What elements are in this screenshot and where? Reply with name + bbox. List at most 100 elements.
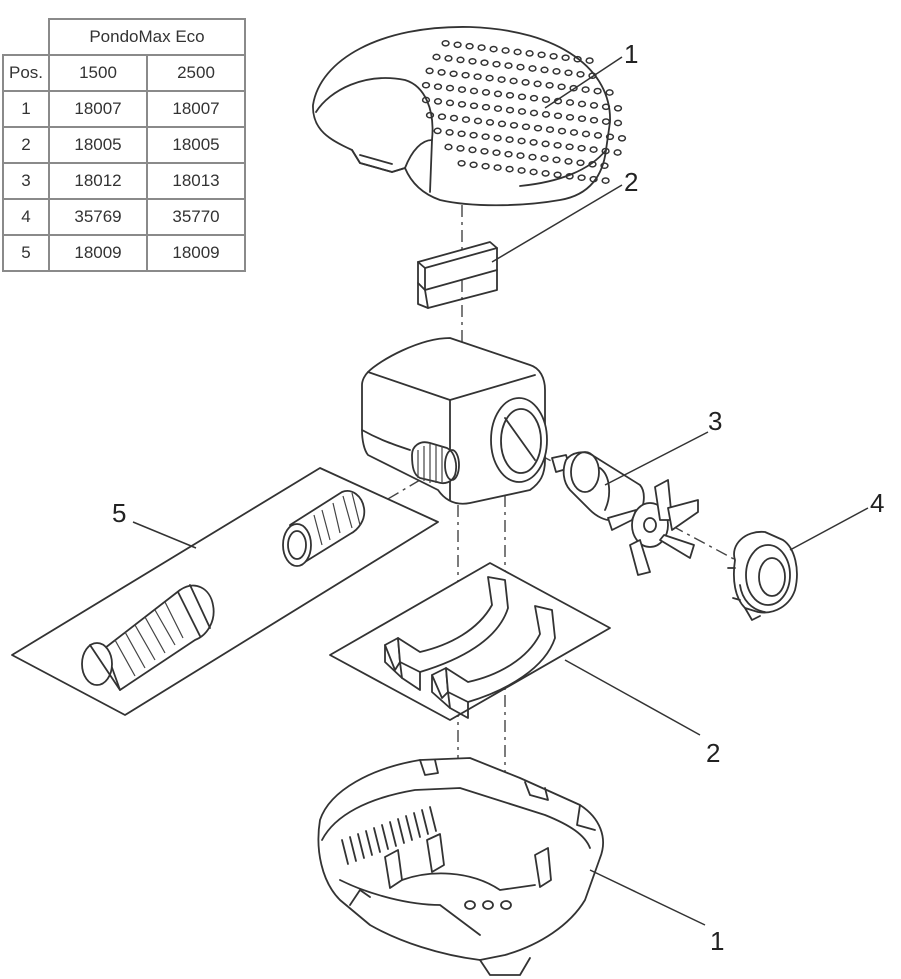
- grille-hole: [481, 162, 490, 170]
- grille-hole: [569, 84, 578, 92]
- grille-hole: [577, 144, 586, 152]
- grille-hole: [601, 118, 611, 125]
- callout-bearing-cap: 4: [870, 488, 884, 518]
- grille-hole: [565, 99, 575, 106]
- grille-hole: [469, 161, 478, 169]
- grille-hole: [473, 117, 483, 125]
- callout-top-cover: 1: [624, 39, 638, 69]
- table-cell-value: 35769: [48, 198, 148, 236]
- table-cell-value: 18009: [146, 234, 246, 272]
- grille-hole: [576, 70, 585, 78]
- grille-hole: [457, 86, 467, 93]
- motor-housing: [361, 337, 548, 505]
- bearing-cap: [727, 531, 798, 621]
- table-cell-value: 18013: [146, 162, 246, 200]
- grille-hole: [493, 134, 502, 142]
- grille-hole: [456, 145, 465, 152]
- vent-slot: [413, 812, 421, 838]
- grille-hole: [541, 96, 551, 103]
- grille-hole: [588, 160, 597, 168]
- vent-slot: [429, 806, 437, 832]
- table-model-header: PondoMax Eco: [48, 18, 246, 56]
- grille-hole: [492, 149, 501, 157]
- grille-hole: [541, 111, 551, 118]
- table-row: 5 18009 18009: [2, 234, 246, 272]
- callout-top-rubber: 2: [624, 167, 638, 197]
- grille-hole: [564, 158, 573, 165]
- table-cell-pos: 5: [2, 234, 50, 272]
- grille-hole: [433, 83, 443, 91]
- grille-hole: [613, 104, 623, 112]
- vent-slot: [365, 830, 373, 856]
- grille-hole: [493, 105, 503, 112]
- grille-hole: [613, 149, 622, 156]
- grille-hole: [521, 123, 531, 131]
- grille-hole: [525, 50, 534, 57]
- table-cell-value: 18007: [48, 90, 148, 128]
- grille-hole: [445, 99, 455, 107]
- table-pos-header: Pos.: [2, 54, 50, 92]
- grille-hole: [516, 63, 525, 71]
- grille-hole: [540, 155, 549, 162]
- vent-slot: [381, 824, 389, 850]
- grille-hole: [517, 137, 526, 145]
- grille-hole: [533, 124, 543, 132]
- grille-hole: [537, 51, 546, 59]
- spare-parts-table: PondoMax Eco Pos. 1500 2500 1 18007 1800…: [2, 18, 246, 272]
- table-row: 4 35769 35770: [2, 198, 246, 236]
- grille-hole: [585, 57, 594, 64]
- grille-hole: [473, 73, 482, 81]
- vent-slot: [389, 821, 397, 847]
- table-cell-pos: 1: [2, 90, 50, 128]
- table-model-2500: 2500: [146, 54, 246, 92]
- grille-hole: [528, 65, 537, 72]
- grille-hole: [501, 47, 510, 54]
- table-row: 2 18005 18005: [2, 126, 246, 164]
- grille-hole: [449, 70, 458, 78]
- grille-hole: [513, 48, 522, 56]
- table-row: 3 18012 18013: [2, 162, 246, 200]
- grille-hole: [485, 119, 495, 126]
- table-cell-value: 18005: [48, 126, 148, 164]
- grille-hole: [477, 44, 486, 51]
- grille-hole: [465, 42, 474, 50]
- grille-hole: [493, 90, 503, 98]
- grille-hole: [577, 115, 587, 123]
- grille-hole: [565, 143, 574, 151]
- grille-hole: [444, 143, 453, 151]
- table-cell-pos: 2: [2, 126, 50, 164]
- table-model-1500: 1500: [48, 54, 148, 92]
- table-cell-value: 18005: [146, 126, 246, 164]
- grille-hole: [480, 147, 489, 155]
- grille-hole: [600, 162, 609, 170]
- grille-hole: [613, 119, 623, 127]
- grille-hole: [509, 77, 518, 85]
- grille-hole: [481, 133, 490, 141]
- table-row: 1 18007 18007: [2, 90, 246, 128]
- grille-hole: [480, 59, 489, 67]
- grille-hole: [432, 53, 441, 61]
- vent-slot: [405, 815, 413, 841]
- grille-hole: [445, 84, 455, 92]
- callout-labels: 1 2 3 4 5 2 1: [112, 39, 884, 956]
- grille-hole: [509, 121, 519, 129]
- grille-hole: [581, 86, 590, 93]
- grille-hole: [565, 113, 575, 121]
- callout-connectors: 5: [112, 498, 126, 528]
- grille-hole: [540, 66, 549, 74]
- grille-hole: [576, 159, 585, 167]
- grille-hole: [449, 114, 459, 122]
- grille-hole: [453, 41, 462, 49]
- grille-hole: [589, 116, 599, 124]
- grille-hole: [493, 164, 502, 171]
- table-subheader-row: Pos. 1500 2500: [2, 54, 246, 92]
- grille-hole: [589, 146, 598, 153]
- grille-hole: [553, 141, 562, 149]
- grille-hole: [593, 132, 603, 139]
- grille-hole: [457, 130, 466, 138]
- rotor-impeller: [551, 451, 699, 576]
- top-rubber-insert: [417, 241, 498, 309]
- grille-hole: [456, 56, 465, 64]
- grille-hole: [553, 171, 562, 179]
- vent-slot: [349, 836, 357, 862]
